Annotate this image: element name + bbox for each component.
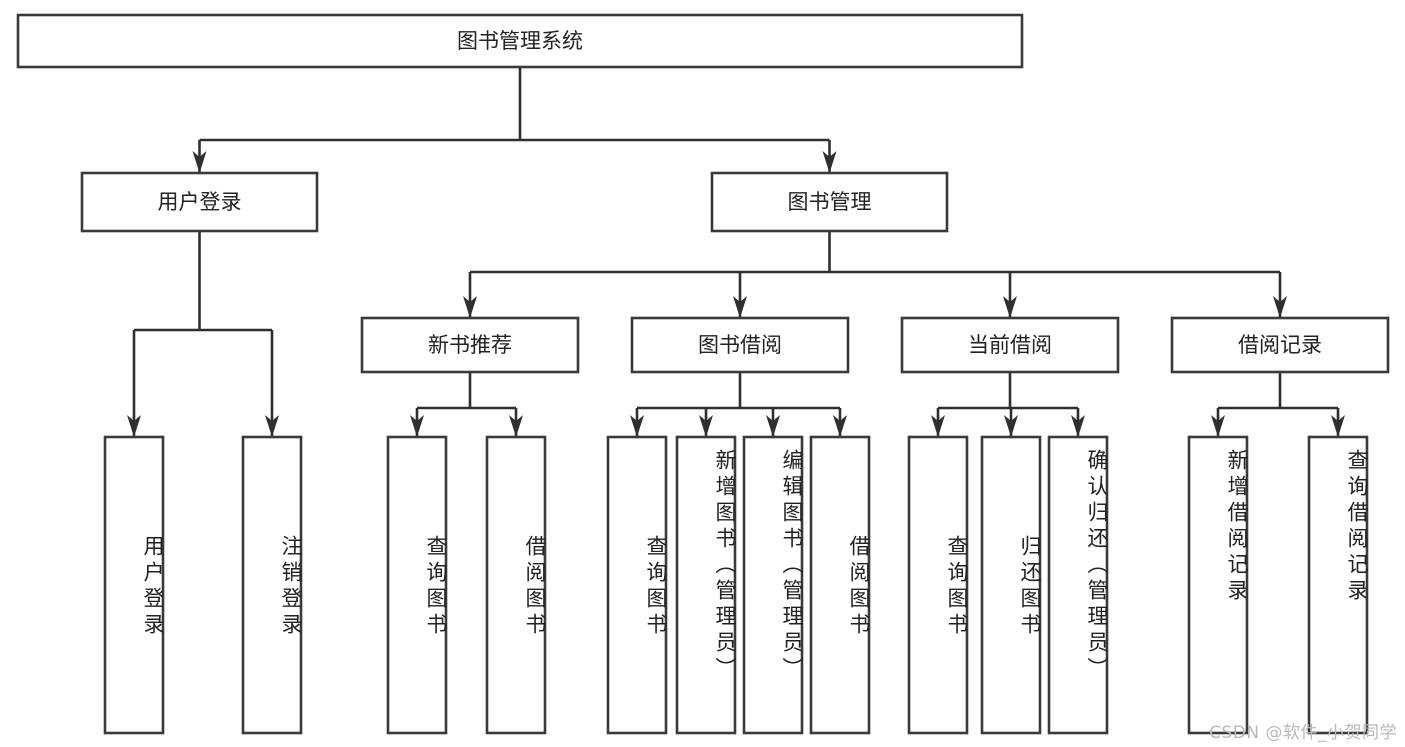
arrow-head [766, 415, 780, 437]
node-box[interactable] [742, 435, 804, 735]
arrow-head [630, 415, 644, 437]
arrow-head [1003, 296, 1017, 318]
csdn-watermark: CSDN @软件_小贺同学 [1209, 723, 1397, 743]
node-l3-当前借阅[interactable]: 当前借阅 [900, 316, 1120, 374]
node-leaf-4-查询图书[interactable] [606, 435, 668, 735]
arrow-head [192, 151, 207, 173]
node-label: 当前借阅 [968, 333, 1052, 357]
node-leaf-8-查询图书[interactable] [907, 435, 969, 735]
node-label: 借阅记录 [1238, 333, 1322, 357]
node-box[interactable] [1187, 435, 1249, 735]
node-box[interactable] [907, 435, 969, 735]
node-box[interactable] [241, 435, 303, 735]
node-label: 图书借阅 [698, 333, 782, 357]
node-leaf-0-用户登录[interactable] [103, 435, 165, 735]
node-label: 用户登录 [158, 190, 242, 214]
arrow-head [509, 415, 523, 437]
node-box[interactable] [16, 13, 1024, 69]
node-box[interactable] [710, 171, 949, 233]
arrow-head [822, 151, 837, 173]
node-leaf-10-确认归还（管理员）[interactable] [1047, 435, 1109, 735]
arrow-head [265, 415, 279, 437]
node-box[interactable] [386, 435, 448, 735]
arrow-head [127, 415, 141, 437]
arrow-head [463, 296, 477, 318]
node-l3-图书借阅[interactable]: 图书借阅 [630, 316, 850, 374]
node-box[interactable] [606, 435, 668, 735]
node-box[interactable] [630, 316, 850, 374]
node-box[interactable] [809, 435, 871, 735]
node-box[interactable] [360, 316, 580, 374]
node-l2-图书管理[interactable]: 图书管理 [710, 171, 949, 233]
arrow-head [699, 415, 713, 437]
node-box[interactable] [900, 316, 1120, 374]
arrow-head [1211, 415, 1225, 437]
node-l2-用户登录[interactable]: 用户登录 [80, 171, 319, 233]
node-leaf-7-借阅图书[interactable] [809, 435, 871, 735]
node-leaf-12-查询借阅记录[interactable] [1307, 435, 1369, 735]
arrow-head [1071, 415, 1085, 437]
node-box[interactable] [1170, 316, 1390, 374]
node-leaf-5-新增图书（管理员）[interactable] [675, 435, 737, 735]
arrow-head [410, 415, 424, 437]
arrow-head [733, 296, 747, 318]
node-leaf-2-查询图书[interactable] [386, 435, 448, 735]
node-box[interactable] [980, 435, 1042, 735]
node-label: 新书推荐 [428, 333, 512, 357]
node-leaf-11-新增借阅记录[interactable] [1187, 435, 1249, 735]
node-box[interactable] [80, 171, 319, 233]
node-box[interactable] [675, 435, 737, 735]
edges-group [127, 67, 1345, 437]
arrow-head [833, 415, 847, 437]
arrow-head [1004, 415, 1018, 437]
node-box[interactable] [485, 435, 547, 735]
node-leaf-3-借阅图书[interactable] [485, 435, 547, 735]
node-box[interactable] [1307, 435, 1369, 735]
node-l3-借阅记录[interactable]: 借阅记录 [1170, 316, 1390, 374]
node-l3-新书推荐[interactable]: 新书推荐 [360, 316, 580, 374]
node-leaf-1-注销登录[interactable] [241, 435, 303, 735]
node-box[interactable] [103, 435, 165, 735]
node-leaf-9-归还图书[interactable] [980, 435, 1042, 735]
node-leaf-6-编辑图书（管理员）[interactable] [742, 435, 804, 735]
arrow-head [1273, 296, 1287, 318]
arrow-head [1331, 415, 1345, 437]
node-label: 图书管理 [788, 190, 872, 214]
arrow-head [931, 415, 945, 437]
node-label: 图书管理系统 [457, 29, 583, 53]
node-box[interactable] [1047, 435, 1109, 735]
node-root-图书管理系统[interactable]: 图书管理系统 [16, 13, 1024, 69]
